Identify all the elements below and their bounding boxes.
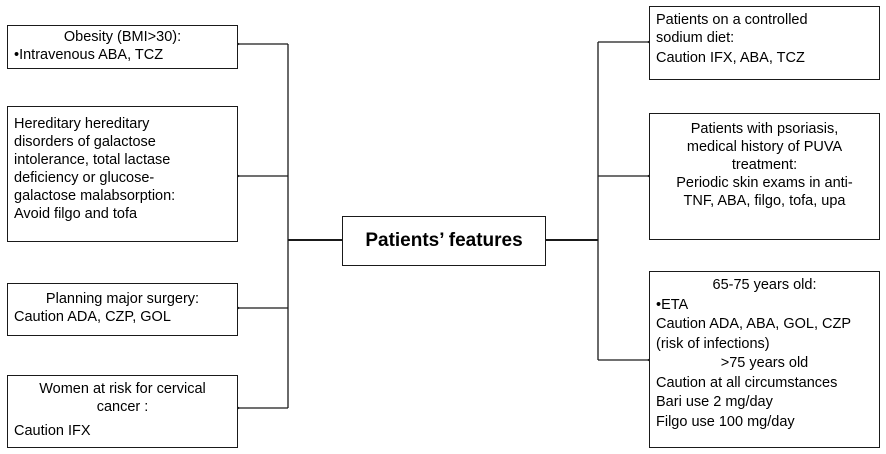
- box-cervical-line-2: cancer :: [96, 399, 149, 415]
- box-psoriasis-line-5: TNF, ABA, filgo, tofa, upa: [683, 193, 846, 209]
- box-hereditary-line-2: disorders of galactose: [14, 134, 156, 150]
- box-psoriasis-line-3: treatment:: [731, 157, 798, 173]
- box-hereditary-disorders: Hereditary hereditary disorders of galac…: [7, 106, 238, 242]
- box-age-line-5: >75 years old: [720, 355, 809, 371]
- box-age-line-1: 65-75 years old:: [712, 277, 817, 293]
- box-age-line-3: Caution ADA, ABA, GOL, CZP: [656, 316, 852, 332]
- patients-features-node: Patients’ features: [342, 216, 546, 266]
- box-age-line-7: Bari use 2 mg/day: [656, 394, 773, 410]
- box-age-line-2: •ETA: [656, 296, 689, 313]
- box-hereditary-line-5: galactose malabsorption:: [14, 188, 176, 204]
- box-surgery-line-2: Caution ADA, CZP, GOL: [14, 309, 171, 325]
- box-obesity-line-2: •Intravenous ABA, TCZ: [14, 47, 164, 63]
- box-sodium-diet: Patients on a controlled sodium diet: Ca…: [649, 6, 880, 80]
- box-age-line-4: (risk of infections): [656, 335, 770, 352]
- box-age-groups: 65-75 years old: •ETA Caution ADA, ABA, …: [649, 271, 880, 448]
- box-surgery-line-1: Planning major surgery:: [45, 291, 200, 307]
- box-hereditary-line-3: intolerance, total lactase: [14, 152, 171, 168]
- box-psoriasis: Patients with psoriasis, medical history…: [649, 113, 880, 240]
- box-psoriasis-line-2: medical history of PUVA: [686, 139, 843, 155]
- box-major-surgery: Planning major surgery: Caution ADA, CZP…: [7, 283, 238, 336]
- box-age-line-8: Filgo use 100 mg/day: [656, 413, 795, 430]
- box-sodium-line-1: Patients on a controlled: [656, 12, 808, 28]
- box-obesity: Obesity (BMI>30): •Intravenous ABA, TCZ: [7, 25, 238, 69]
- box-age-line-6: Caution at all circumstances: [656, 374, 838, 391]
- box-hereditary-line-4: deficiency or glucose-: [14, 170, 155, 186]
- box-cervical-line-3: Caution IFX: [14, 423, 91, 439]
- box-sodium-line-3: Caution IFX, ABA, TCZ: [656, 50, 805, 66]
- box-psoriasis-line-4: Periodic skin exams in anti-: [676, 175, 853, 191]
- box-hereditary-line-6: Avoid filgo and tofa: [14, 206, 138, 222]
- box-psoriasis-line-1: Patients with psoriasis,: [690, 121, 839, 137]
- box-sodium-line-2: sodium diet:: [656, 30, 735, 46]
- box-hereditary-line-1: Hereditary hereditary: [14, 116, 150, 132]
- box-cervical-line-1: Women at risk for cervical: [39, 381, 206, 397]
- box-cervical-cancer: Women at risk for cervical cancer : Caut…: [7, 375, 238, 448]
- box-obesity-line-1: Obesity (BMI>30):: [63, 29, 182, 45]
